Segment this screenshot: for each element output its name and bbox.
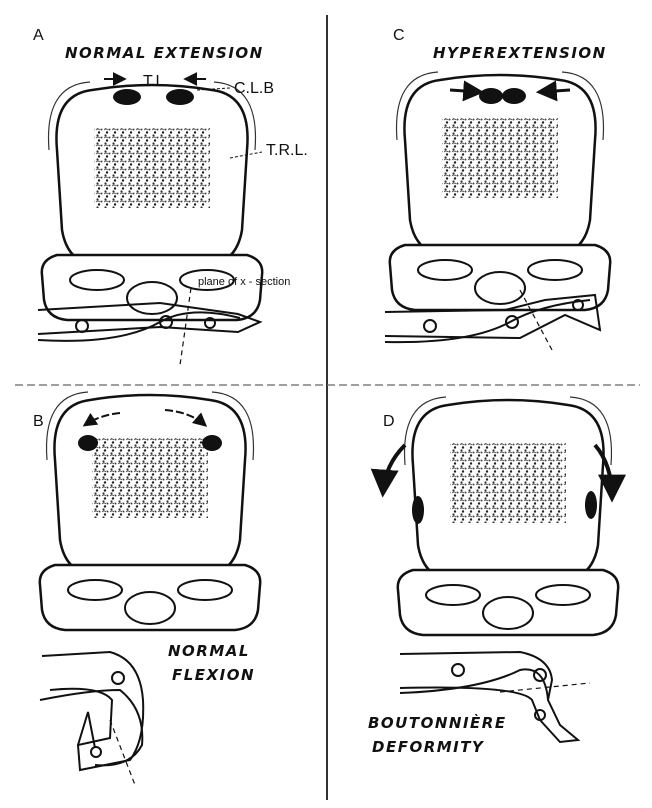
panel-a-clb-label: C.L.B bbox=[234, 80, 274, 97]
panel-b-left-lateral-band bbox=[78, 435, 98, 451]
panel-a-cross-section bbox=[40, 80, 264, 322]
panel-b-caption-line1: NORMAL bbox=[168, 642, 250, 660]
panel-a-title: NORMAL EXTENSION bbox=[65, 44, 264, 62]
panel-c-cross-section bbox=[388, 70, 612, 312]
panel-b-spread-arrows bbox=[82, 409, 208, 427]
panel-a-finger-side-view bbox=[37, 287, 263, 366]
panel-d-finger-side-view bbox=[399, 650, 591, 744]
panel-d-cross-section bbox=[396, 395, 620, 637]
panel-a-tl-label: T.L. bbox=[143, 73, 169, 90]
panel-c-finger-side-view bbox=[384, 289, 602, 351]
panel-c-letter: C bbox=[393, 27, 405, 44]
panel-d-volar-arrows bbox=[370, 443, 626, 503]
panel-a-left-lateral-band bbox=[113, 89, 141, 105]
panel-b-cross-section bbox=[38, 390, 262, 632]
panel-d-letter: D bbox=[383, 413, 395, 430]
panel-d-right-lateral-band bbox=[585, 491, 597, 519]
panel-b-finger-side-view bbox=[39, 650, 145, 786]
panel-b-letter: B bbox=[33, 413, 44, 430]
panel-a: A NORMAL EXTENSION T.L. C.L.B T.R.L. pla… bbox=[33, 27, 308, 366]
panel-a-trl-label: T.R.L. bbox=[266, 142, 308, 159]
panel-a-letter: A bbox=[33, 27, 44, 44]
panel-c-left-lateral-band bbox=[479, 88, 503, 104]
panel-c: C HYPEREXTENSION bbox=[384, 27, 612, 351]
panel-a-plane-label: plane of x - section bbox=[198, 276, 290, 288]
panel-d-caption-line2: DEFORMITY bbox=[372, 738, 485, 756]
panel-b-caption-line2: FLEXION bbox=[172, 666, 255, 684]
panel-d-caption-line1: BOUTONNIÈRE bbox=[368, 713, 507, 732]
panel-b-right-lateral-band bbox=[202, 435, 222, 451]
panel-a-right-lateral-band bbox=[166, 89, 194, 105]
panel-b: B NORMAL FLEXION bbox=[33, 390, 262, 786]
panel-c-compression-arrows bbox=[449, 80, 571, 102]
panel-d-left-lateral-band bbox=[412, 496, 424, 524]
panel-d: D BOUTONNIÈRE DEFORMITY bbox=[368, 395, 626, 756]
panel-c-title: HYPEREXTENSION bbox=[433, 44, 607, 62]
panel-c-right-lateral-band bbox=[502, 88, 526, 104]
